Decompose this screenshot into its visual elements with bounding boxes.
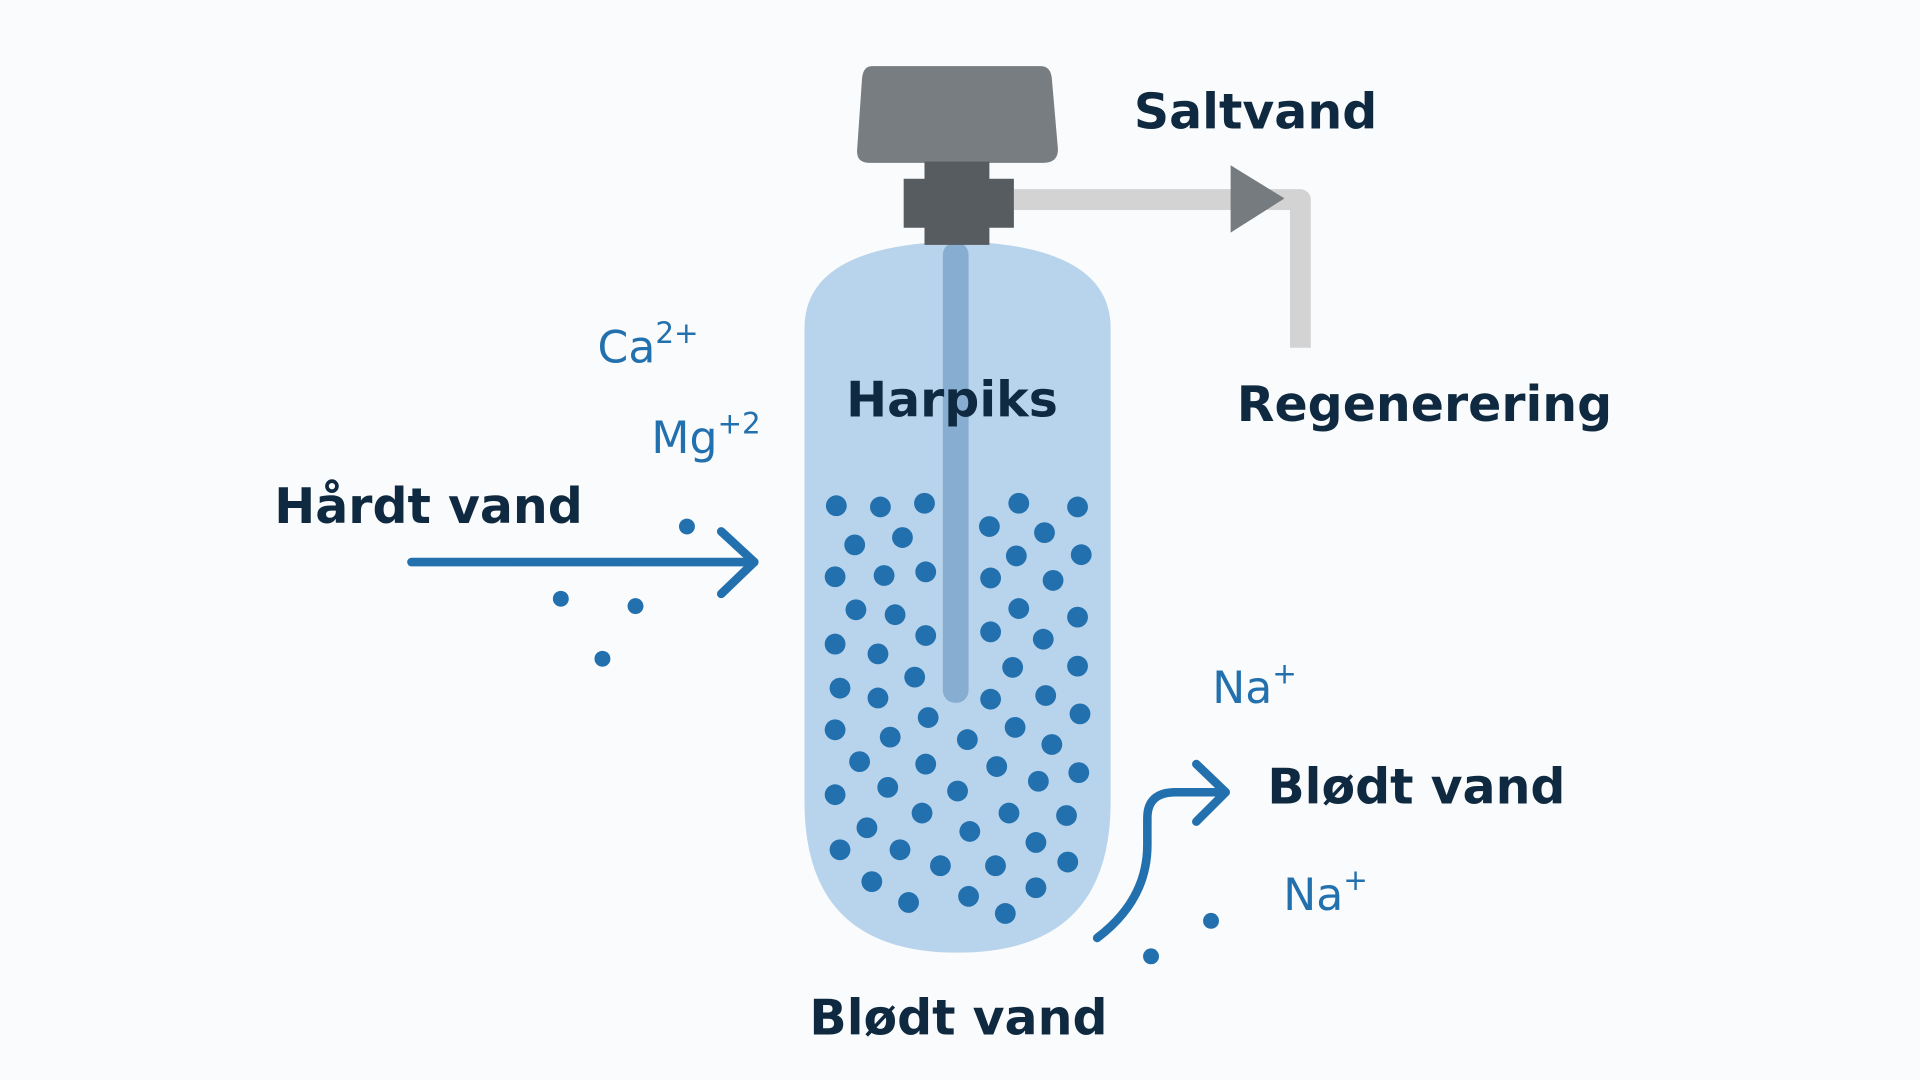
resin-bead xyxy=(1034,522,1055,544)
resin-bead xyxy=(994,903,1016,924)
resin-bead xyxy=(824,566,846,588)
resin-bead xyxy=(1041,734,1063,755)
resin-bead xyxy=(1069,703,1091,725)
resin-bead xyxy=(861,871,883,893)
ion-dot xyxy=(552,590,569,607)
resin-bead xyxy=(980,621,1002,643)
ion-dot xyxy=(627,598,644,615)
resin-bead xyxy=(824,633,846,655)
resin-bead xyxy=(829,677,851,699)
resin-bead xyxy=(845,599,867,621)
resin-bead xyxy=(1042,570,1064,591)
resin-bead xyxy=(1035,685,1057,706)
resin-bead xyxy=(959,821,981,842)
resin-bead xyxy=(980,567,1002,589)
resin-bead xyxy=(947,780,968,802)
resin-bead xyxy=(879,726,901,748)
ion-dot xyxy=(594,650,611,667)
resin-bead xyxy=(877,776,899,798)
resin-bead xyxy=(873,565,895,586)
resin-bead xyxy=(986,756,1008,777)
ion-dot xyxy=(1203,912,1219,929)
resin-bead xyxy=(914,492,935,514)
resin-label: Harpiks xyxy=(846,371,1058,428)
resin-bead xyxy=(884,604,906,626)
resin-bead xyxy=(917,707,939,728)
resin-bead xyxy=(856,817,878,839)
resin-bead xyxy=(915,561,937,583)
resin-bead xyxy=(898,892,919,913)
resin-bead xyxy=(978,516,1000,537)
resin-bead xyxy=(1027,770,1049,792)
resin-bead xyxy=(824,719,846,741)
resin-bead xyxy=(998,802,1020,824)
saltwater-label: Saltvand xyxy=(1134,84,1377,141)
brine-pipe xyxy=(1013,189,1311,348)
resin-bead xyxy=(849,751,870,773)
resin-bead xyxy=(867,643,889,665)
ion-dot xyxy=(1143,948,1159,965)
resin-bead xyxy=(911,802,933,824)
riser-tube xyxy=(942,242,969,703)
resin-bead xyxy=(1002,656,1024,678)
resin-bead xyxy=(985,855,1006,877)
resin-bead xyxy=(867,687,889,709)
valve-body xyxy=(903,161,1014,245)
control-head-cap xyxy=(857,66,1058,163)
resin-bead xyxy=(915,753,937,775)
brine-flow-arrowhead xyxy=(1230,165,1285,233)
resin-bead xyxy=(1067,655,1088,677)
soft-water-label-right: Blødt vand xyxy=(1267,758,1565,815)
sodium-ion-label: Na+ xyxy=(1212,656,1297,714)
resin-bead xyxy=(1032,628,1054,650)
resin-bead xyxy=(1070,544,1092,566)
ion-dot xyxy=(678,518,695,535)
resin-beads xyxy=(824,492,1092,924)
calcium-ion-label: Ca2+ xyxy=(598,316,699,374)
resin-bead xyxy=(958,885,979,907)
resin-bead xyxy=(870,496,891,518)
resin-bead xyxy=(1025,832,1047,853)
resin-bead xyxy=(892,527,913,548)
resin-bead xyxy=(1056,805,1077,826)
resin-bead xyxy=(1005,545,1027,567)
magnesium-ion-label: Mg+2 xyxy=(651,406,760,464)
resin-bead xyxy=(824,784,846,806)
resin-bead xyxy=(956,729,978,750)
soft-water-label-bottom: Blødt vand xyxy=(809,990,1107,1047)
resin-bead xyxy=(1067,496,1088,518)
resin-bead xyxy=(930,855,951,877)
regeneration-label: Regenerering xyxy=(1237,376,1612,433)
resin-bead xyxy=(1067,606,1088,628)
hard-water-label: Hårdt vand xyxy=(274,478,583,535)
resin-bead xyxy=(1025,877,1047,899)
resin-bead xyxy=(1008,598,1030,619)
resin-bead xyxy=(844,534,866,556)
soft-water-arrow xyxy=(1092,759,1230,943)
resin-bead xyxy=(1068,762,1090,784)
resin-bead xyxy=(889,839,911,861)
resin-bead xyxy=(1004,716,1026,738)
resin-bead xyxy=(1057,851,1079,873)
resin-bead xyxy=(829,839,851,861)
hard-water-arrow xyxy=(407,527,759,599)
resin-bead xyxy=(904,666,926,688)
resin-bead xyxy=(825,495,847,517)
resin-bead xyxy=(915,625,937,646)
loose-ions xyxy=(552,518,1219,965)
resin-bead xyxy=(980,688,1002,710)
resin-bead xyxy=(1008,492,1030,514)
sodium-ion-label: Na+ xyxy=(1283,863,1368,921)
